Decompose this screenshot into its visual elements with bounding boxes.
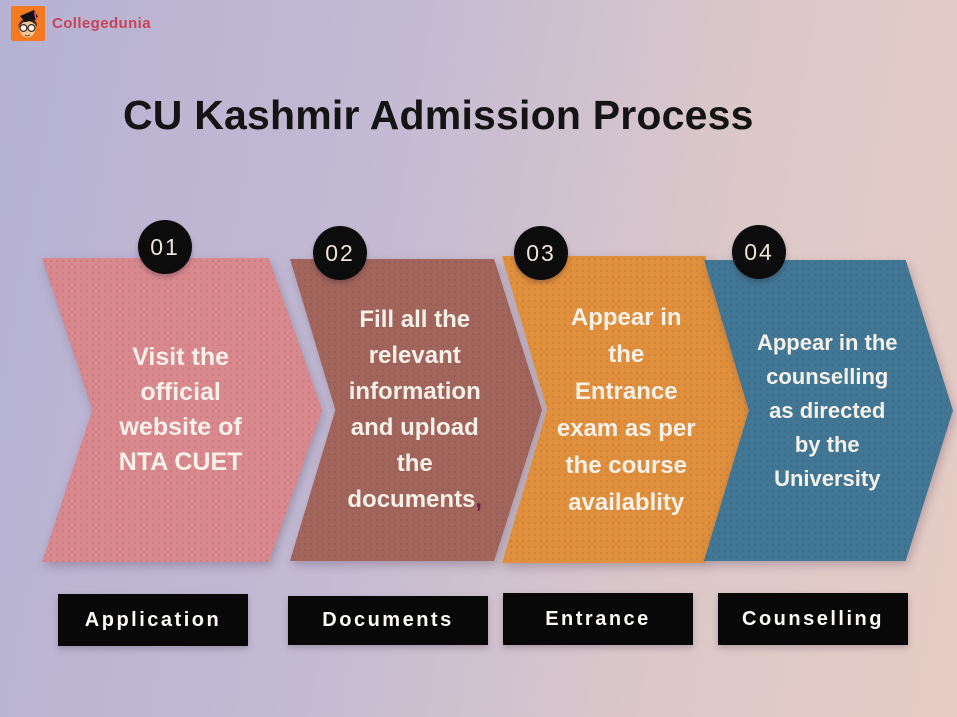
step2-line: documents <box>347 486 476 513</box>
step1-line: NTA CUET <box>118 448 243 476</box>
step3-line: the <box>608 340 645 368</box>
step-arrow-entrance: Appear in the Entrance exam as per the c… <box>502 256 753 563</box>
step4-line: Appear in the <box>756 329 898 355</box>
step-arrow-application: Visit the official website of NTA CUET <box>42 258 322 562</box>
collegedunia-mascot-icon <box>11 6 45 41</box>
step3-line: Appear in <box>570 303 682 331</box>
step4-line: as directed <box>769 397 886 423</box>
step-label-counselling: Counselling <box>718 593 908 645</box>
brand-name: Collegedunia <box>52 15 151 32</box>
step-label-documents: Documents <box>288 596 488 645</box>
step-arrow-documents: Fill all the relevant information and up… <box>290 259 542 561</box>
step2-last-line: documents, <box>335 482 494 518</box>
step-description-4: Appear in the counselling as directed by… <box>704 260 953 561</box>
step3-line: availablity <box>568 488 685 516</box>
step4-line: counselling <box>766 363 889 389</box>
step-number-4: 04 <box>744 238 774 265</box>
step-description-1: Visit the official website of NTA CUET <box>42 258 322 562</box>
step-number-2: 02 <box>325 239 355 266</box>
step2-line: information <box>348 378 481 405</box>
chevron-shape-2: Fill all the relevant information and up… <box>290 259 542 561</box>
step2-line: Fill all the <box>359 306 471 333</box>
step-number-badge-1: 01 <box>138 220 192 274</box>
step2-line: relevant <box>368 342 461 369</box>
step-number-badge-4: 04 <box>732 225 786 279</box>
step-description-2: Fill all the relevant information and up… <box>290 259 542 561</box>
step1-line: website of <box>119 413 242 441</box>
step-number-3: 03 <box>526 239 556 266</box>
step-number-1: 01 <box>150 233 180 260</box>
step-label-application: Application <box>58 594 248 646</box>
step-arrow-counselling: Appear in the counselling as directed by… <box>704 260 953 561</box>
accent-comma: , <box>475 486 483 513</box>
step-description-3: Appear in the Entrance exam as per the c… <box>502 256 753 563</box>
step1-line: official <box>140 378 221 406</box>
step-number-badge-2: 02 <box>313 226 367 280</box>
brand-header: Collegedunia <box>11 6 151 41</box>
step1-line: Visit the <box>132 343 229 371</box>
chevron-shape-1: Visit the official website of NTA CUET <box>42 258 322 562</box>
chevron-shape-4: Appear in the counselling as directed by… <box>704 260 953 561</box>
step2-line: and upload <box>350 414 479 441</box>
step-number-badge-3: 03 <box>514 226 568 280</box>
step2-line: the <box>396 450 433 477</box>
step3-line: exam as per <box>556 414 696 442</box>
step4-line: University <box>774 465 881 491</box>
step-label-entrance: Entrance <box>503 593 693 645</box>
page-title: CU Kashmir Admission Process <box>123 92 754 138</box>
step3-line: Entrance <box>574 377 678 405</box>
step3-line: the course <box>565 451 687 479</box>
step4-line: by the <box>794 431 860 457</box>
